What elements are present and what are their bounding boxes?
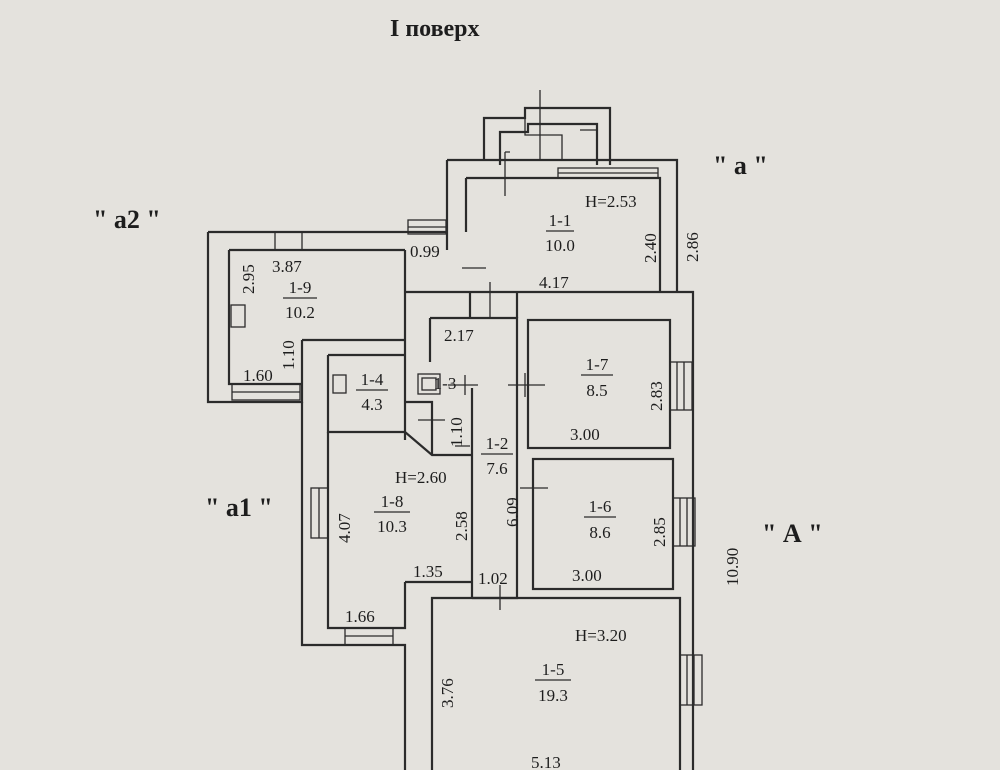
dim-3-87: 3.87 (272, 257, 302, 276)
room-1-8-area: 10.3 (377, 517, 407, 536)
stove-marker-1-3-inner (421, 377, 437, 391)
window-1-5-lines (686, 655, 695, 705)
room-1-2-area: 7.6 (486, 459, 507, 478)
door-mark-1-6 (520, 478, 548, 500)
wall-room-1-3 (405, 400, 434, 455)
wall-a2-outer (206, 230, 447, 404)
section-label-a2: " а2 " (93, 205, 161, 234)
dim-1-02: 1.02 (478, 569, 508, 588)
dim-2-85: 2.85 (650, 517, 669, 547)
room-1-9-id: 1-9 (289, 278, 312, 297)
window-1-6 (672, 497, 696, 547)
dim-4-07: 4.07 (335, 513, 354, 543)
dim-3-00-b: 3.00 (572, 566, 602, 585)
wall-room-1-5 (430, 596, 682, 770)
stove-marker-1-3 (417, 373, 441, 395)
room-1-9-area: 10.2 (285, 303, 315, 322)
dim-1-10-a: 1.10 (279, 340, 298, 370)
room-1-7-area: 8.5 (586, 381, 607, 400)
wall-a-inner (466, 176, 662, 292)
walls (206, 90, 703, 770)
stove-marker-1-9 (230, 304, 246, 328)
height-label-3: H=3.20 (575, 626, 627, 645)
height-label-2: H=2.60 (395, 468, 447, 487)
door-marks-a2 (274, 232, 303, 250)
window-1-6-lines (679, 498, 688, 546)
room-1-4-area-value: 4.3 (361, 395, 382, 414)
door-marks-1-3 (418, 375, 478, 447)
door-mark-1-5 (485, 585, 515, 610)
room-1-1-id: 1-1 (549, 211, 572, 230)
room-1-1-area: 10.0 (545, 236, 575, 255)
dim-2-58: 2.58 (452, 511, 471, 541)
room-labels: 1-1 10.0 1-9 10.2 1-4 4.3 1-3 1-7 8.5 1-… (283, 211, 616, 705)
dim-1-66: 1.66 (345, 607, 375, 626)
dimensions: 2.40 2.86 4.17 0.99 3.87 2.95 1.10 1.60 … (239, 232, 742, 770)
wall-room-1-4 (302, 338, 472, 457)
dim-2-86: 2.86 (683, 232, 702, 262)
room-1-2-id: 1-2 (486, 434, 509, 453)
dim-4-17: 4.17 (539, 273, 569, 292)
dim-0-99: 0.99 (410, 242, 440, 261)
room-1-5-area: 19.3 (538, 686, 568, 705)
dim-6-09: 6.09 (503, 497, 522, 527)
chimney-outer (482, 106, 612, 165)
room-1-7-id: 1-7 (586, 355, 609, 374)
chimney-inner (498, 122, 599, 165)
ceiling-heights: H=2.53 H=2.60 H=3.20 (395, 192, 637, 645)
room-1-8-id: 1-8 (381, 492, 404, 511)
room-1-6-id: 1-6 (589, 497, 612, 516)
room-1-3-id: 1-3 (434, 374, 457, 393)
height-label-1: H=2.53 (585, 192, 637, 211)
section-label-a1: " а1 " (205, 493, 273, 522)
wall-a1-outer (300, 402, 407, 770)
window-1-5 (679, 654, 703, 706)
room-1-6-area: 8.6 (589, 523, 610, 542)
section-label-A: " А " (762, 519, 823, 548)
stove-marker-1-4 (332, 374, 347, 394)
dim-2-40: 2.40 (641, 233, 660, 263)
dim-2-95: 2.95 (239, 264, 258, 294)
dim-1-35: 1.35 (413, 562, 443, 581)
floor-title: I поверх (390, 16, 480, 42)
wall-corridor (430, 316, 519, 600)
dim-1-60: 1.60 (243, 366, 273, 385)
dim-2-83: 2.83 (647, 381, 666, 411)
window-1-7 (669, 361, 693, 411)
window-1-7-lines (676, 362, 685, 410)
dim-2-17: 2.17 (444, 326, 474, 345)
section-label-a: " a " (713, 151, 768, 180)
dim-1-10-b: 1.10 (447, 417, 466, 447)
dim-5-13: 5.13 (531, 753, 561, 770)
dim-3-76: 3.76 (438, 678, 457, 708)
wall-A-outer-right (405, 290, 695, 770)
door-mark-1-7 (508, 373, 545, 397)
wall-corridor-top (468, 292, 519, 318)
dim-10-90: 10.90 (723, 548, 742, 586)
room-1-5-id: 1-5 (542, 660, 565, 679)
dim-3-00-a: 3.00 (570, 425, 600, 444)
room-1-4-id: 1-4 (361, 370, 384, 389)
wall-a-outer (447, 158, 679, 292)
chimney-detail (524, 90, 597, 160)
door-marks-a (462, 151, 510, 269)
